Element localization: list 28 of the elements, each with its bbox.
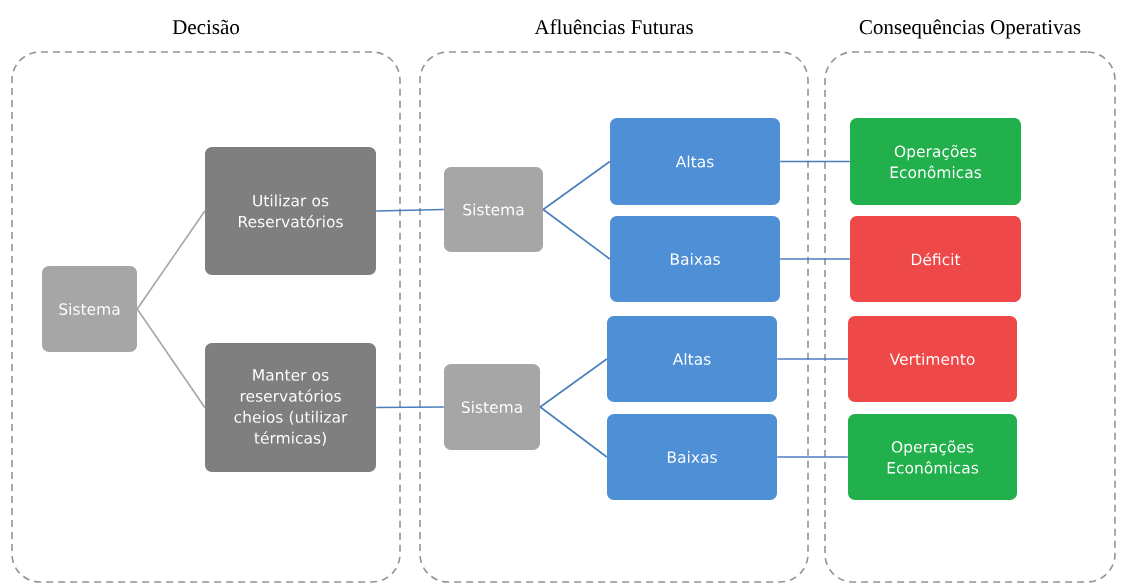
connector-line <box>375 208 445 212</box>
connector-line <box>779 160 851 163</box>
outcome-box: Operações Econômicas <box>848 414 1017 500</box>
connector-line <box>539 406 608 458</box>
system-box: Sistema <box>42 266 137 352</box>
node-label: Decisão <box>172 19 240 35</box>
connector-line <box>776 456 849 458</box>
decision-box: Manter os reservatórios cheios (utilizar térmicas) <box>205 343 376 472</box>
connector-line <box>776 358 849 360</box>
node-label: Afluências Futuras <box>534 19 693 35</box>
system-box: Sistema <box>444 364 540 450</box>
inflow-box: Baixas <box>610 216 780 302</box>
system-box: Sistema <box>444 167 543 252</box>
connector-line <box>779 258 851 260</box>
inflow-box: Altas <box>610 118 780 205</box>
inflow-box: Altas <box>607 316 777 402</box>
connector-line <box>136 210 206 310</box>
connector-line <box>542 208 611 260</box>
decision-box: Utilizar os Reservatórios <box>205 147 376 275</box>
outcome-box: Operações Econômicas <box>850 118 1021 205</box>
connector-line <box>542 160 611 211</box>
inflow-box: Baixas <box>607 414 777 500</box>
connector-line <box>539 358 608 408</box>
outcome-box: Vertimento <box>848 316 1017 402</box>
outcome-box: Déficit <box>850 216 1021 302</box>
node-label: Consequências Operativas <box>859 19 1081 39</box>
connector-line <box>136 308 206 409</box>
connector-line <box>375 406 445 409</box>
